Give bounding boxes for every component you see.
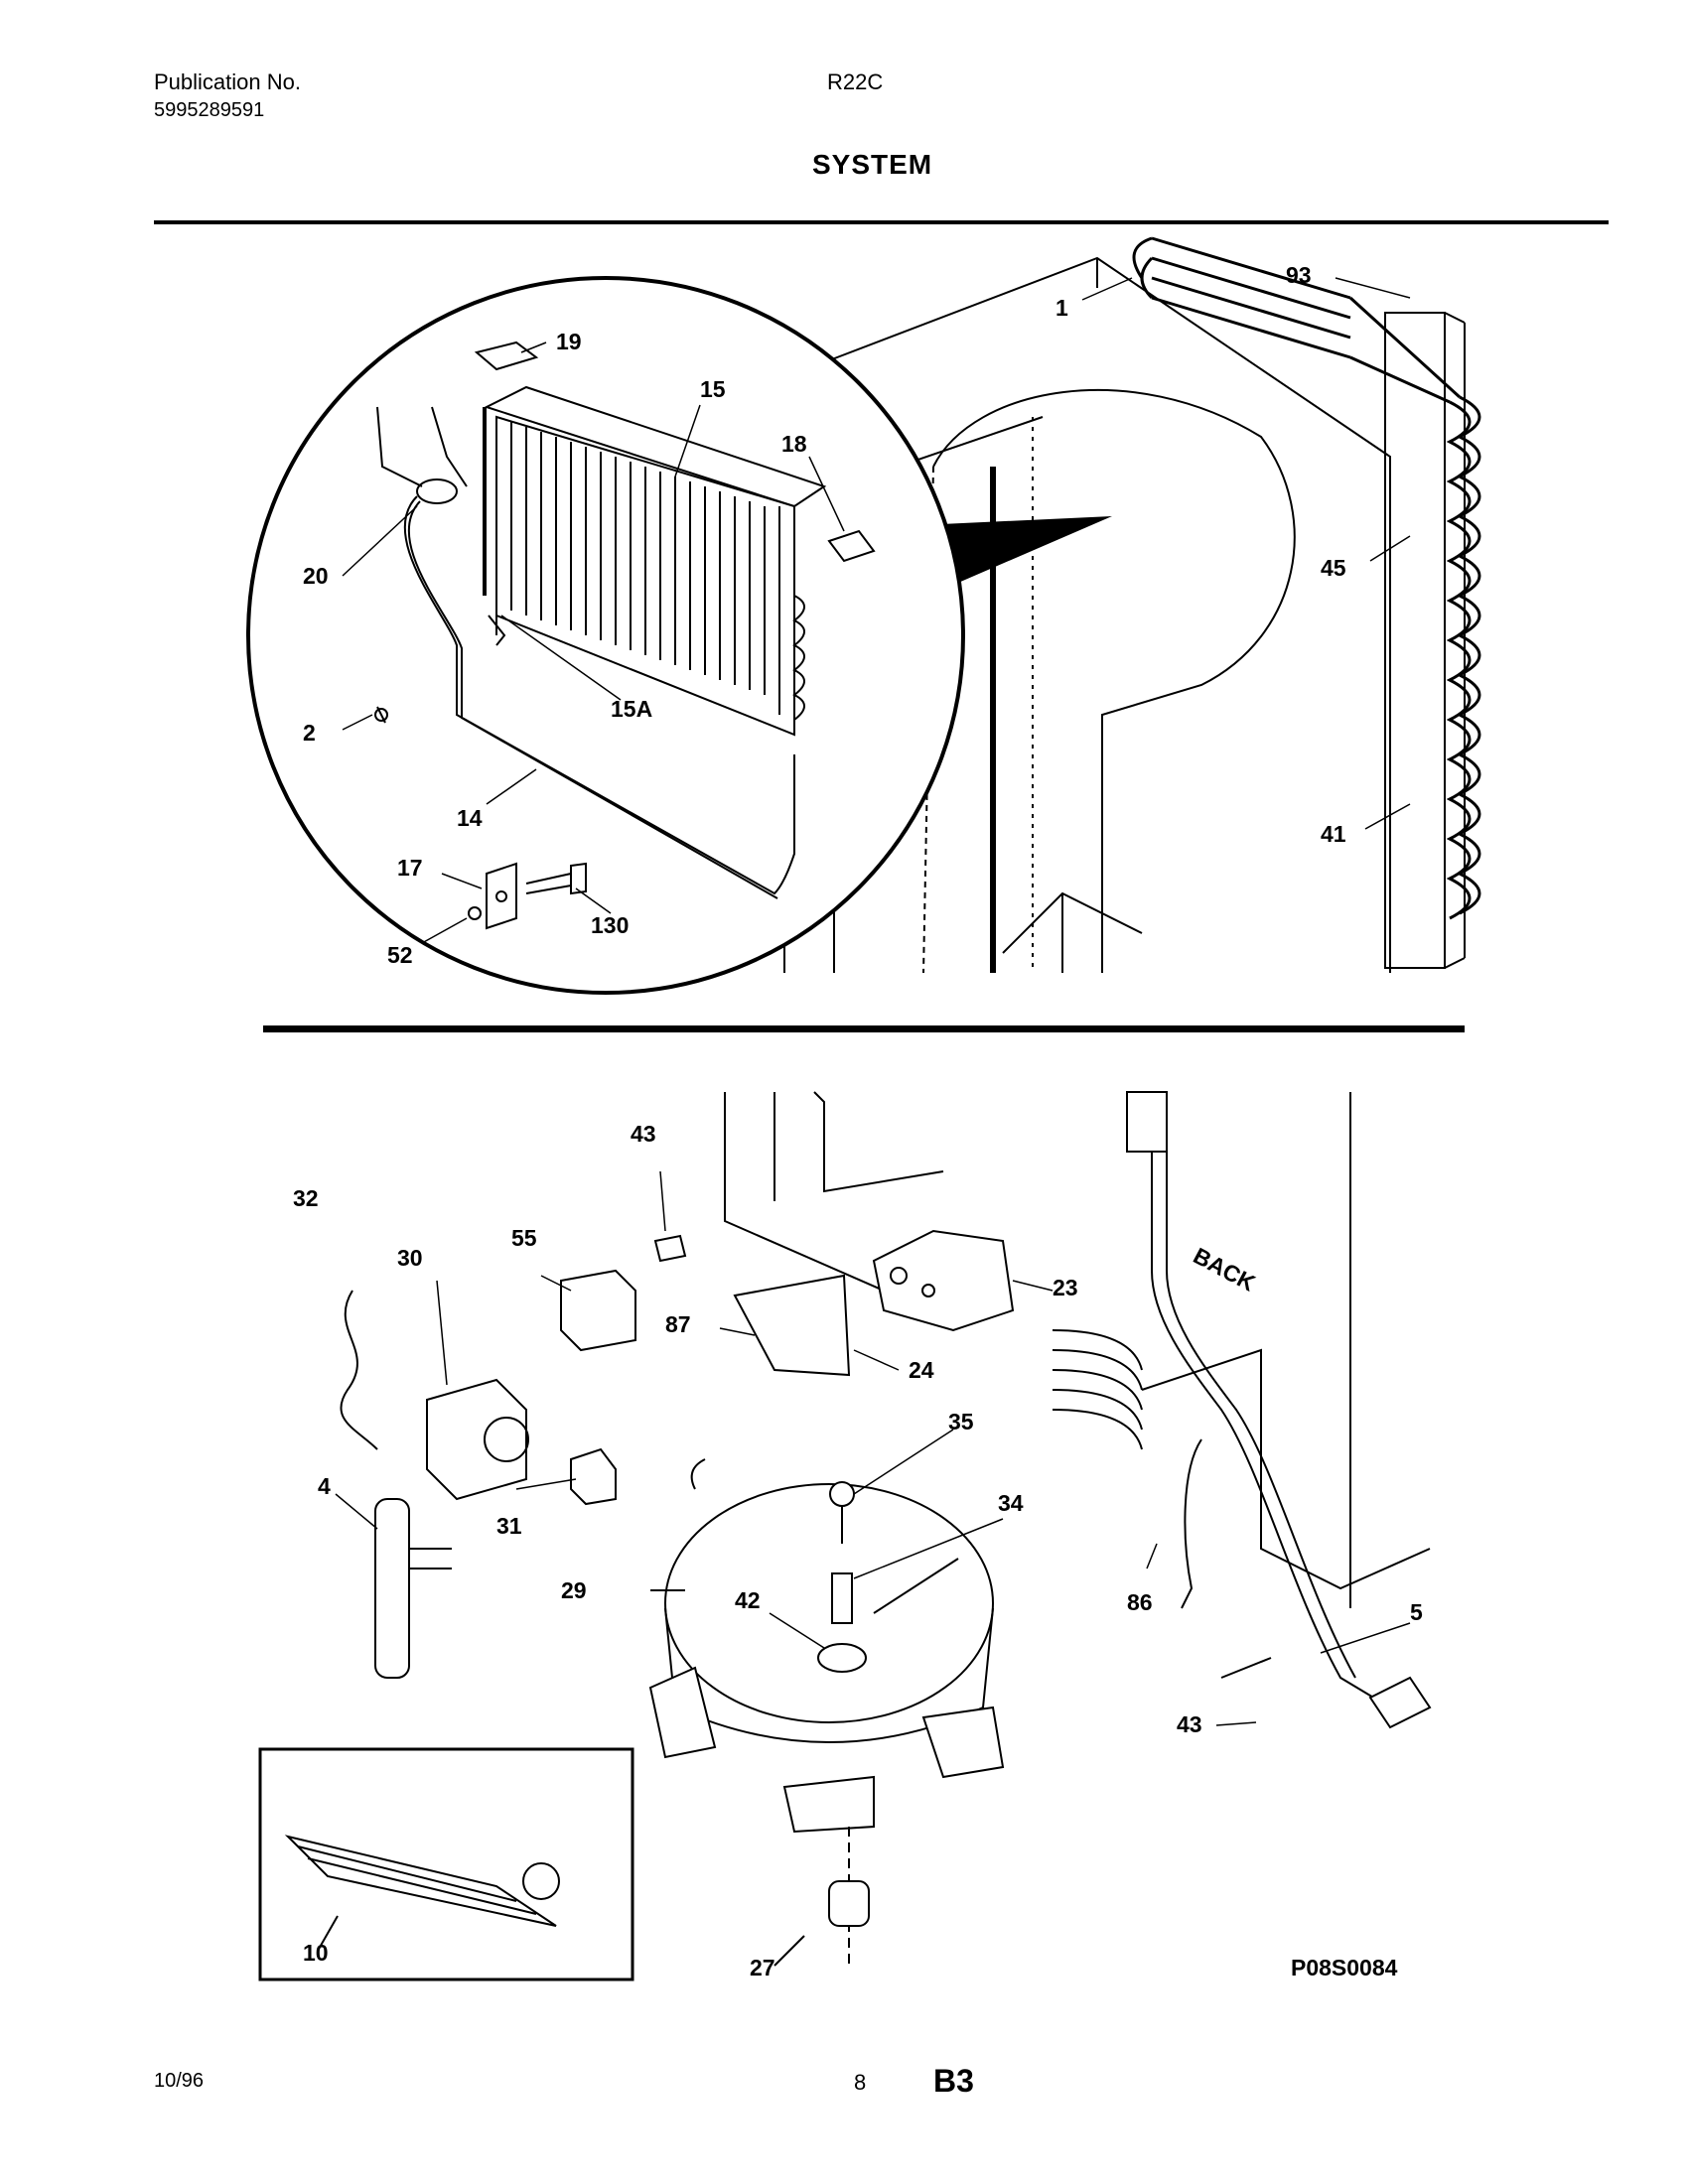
callout-32: 32 <box>293 1185 319 1211</box>
callout-4: 4 <box>318 1473 331 1499</box>
callout-14: 14 <box>457 805 483 831</box>
back-label: BACK <box>1190 1242 1260 1296</box>
footer-page-number: 8 <box>854 2070 867 2095</box>
callout-35: 35 <box>948 1409 974 1434</box>
condenser-coil <box>1132 236 1481 920</box>
callout-43-top: 43 <box>631 1121 656 1147</box>
model-number: R22C <box>827 69 884 94</box>
callout-41: 41 <box>1321 821 1346 847</box>
publication-label: Publication No. <box>154 69 301 94</box>
callout-2: 2 <box>303 720 316 746</box>
callout-52: 52 <box>387 942 413 968</box>
callout-17: 17 <box>397 855 423 881</box>
callout-86: 86 <box>1127 1589 1153 1615</box>
callout-31: 31 <box>496 1513 522 1539</box>
callout-15: 15 <box>700 376 726 402</box>
lower-parts <box>258 1091 1432 1981</box>
callout-10: 10 <box>303 1940 329 1966</box>
callout-20: 20 <box>303 563 329 589</box>
callout-42: 42 <box>735 1587 761 1613</box>
callout-43-bottom: 43 <box>1177 1711 1202 1737</box>
callout-34: 34 <box>998 1490 1024 1516</box>
callout-1: 1 <box>1055 295 1068 321</box>
page-title: SYSTEM <box>812 149 933 180</box>
evaporator <box>374 341 876 930</box>
callout-leaders <box>335 277 1411 1726</box>
section-divider <box>263 1025 1465 1032</box>
callout-18: 18 <box>781 431 807 457</box>
drawing-code: P08S0084 <box>1291 1955 1398 1980</box>
callout-87: 87 <box>665 1311 691 1337</box>
callout-55: 55 <box>511 1225 537 1251</box>
callout-30: 30 <box>397 1245 423 1271</box>
callout-23: 23 <box>1053 1275 1078 1300</box>
callout-19: 19 <box>556 329 582 354</box>
callout-45: 45 <box>1321 555 1346 581</box>
callout-29: 29 <box>561 1577 587 1603</box>
callout-93: 93 <box>1286 262 1312 288</box>
header-divider <box>154 220 1609 224</box>
footer-date: 10/96 <box>154 2070 205 2092</box>
callout-15a: 15A <box>611 696 652 722</box>
callout-27: 27 <box>750 1955 775 1980</box>
footer-section: B3 <box>933 2063 974 2099</box>
callout-5: 5 <box>1410 1599 1423 1625</box>
callout-130: 130 <box>591 912 629 938</box>
callout-labels: 1 93 19 15 18 20 45 15A 2 14 41 17 130 5… <box>293 262 1423 1980</box>
callout-24: 24 <box>909 1357 934 1383</box>
publication-number: 5995289591 <box>154 99 265 121</box>
